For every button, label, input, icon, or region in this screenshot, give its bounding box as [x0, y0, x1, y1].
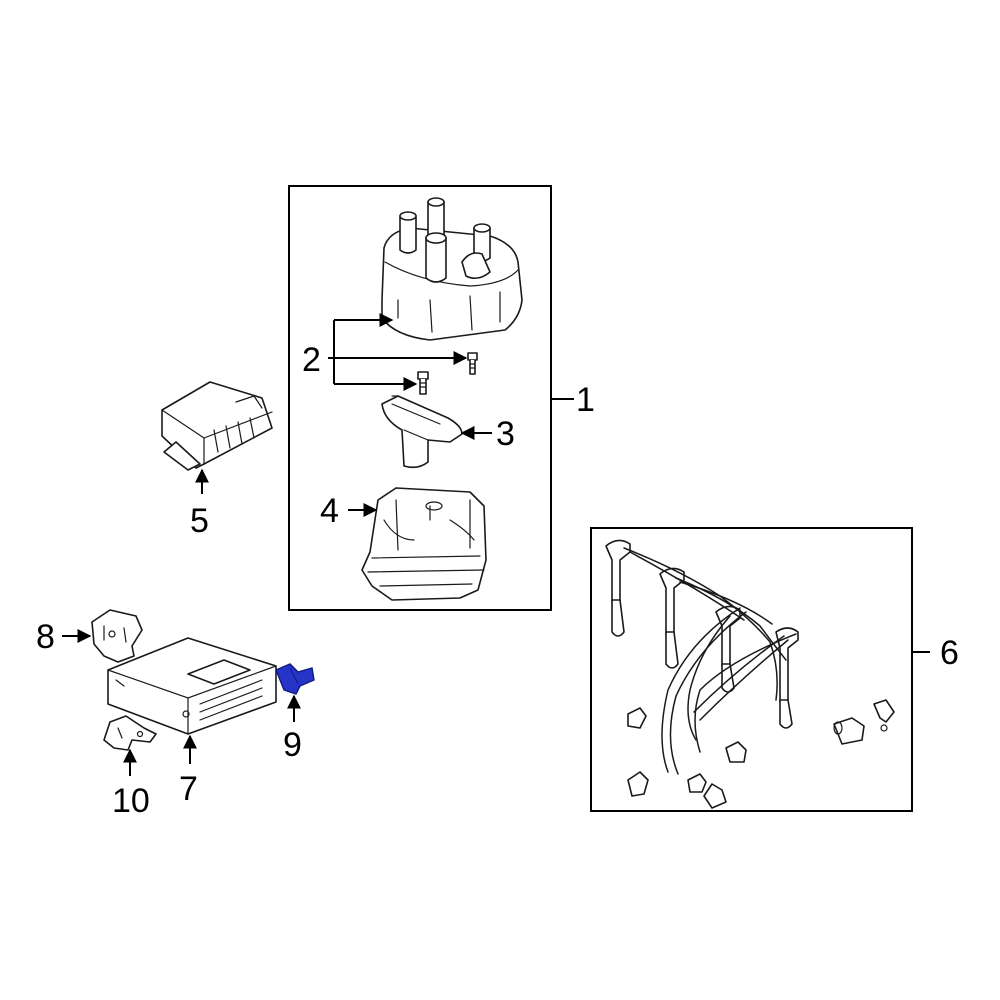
distributor-cap[interactable] — [381, 197, 523, 341]
callout-7: 7 — [179, 770, 198, 808]
distributor-housing[interactable] — [361, 487, 487, 601]
callout-10: 10 — [112, 782, 150, 820]
distributor-rotor[interactable] — [381, 395, 463, 469]
callout-9: 9 — [283, 726, 302, 764]
ecu-bracket-highlighted[interactable] — [275, 663, 315, 695]
callout-3: 3 — [496, 415, 515, 453]
callout-2-leader — [328, 313, 468, 391]
callout-1: 1 — [576, 381, 595, 419]
spark-plug-wire-frame — [590, 527, 913, 812]
ecu-bracket-upper[interactable] — [91, 609, 143, 663]
ignition-module[interactable] — [161, 381, 273, 471]
cap-screw-1[interactable] — [467, 352, 478, 375]
ecu-bracket-lower[interactable] — [103, 715, 157, 751]
callout-6: 6 — [940, 634, 959, 672]
callout-2: 2 — [302, 341, 321, 379]
callout-5: 5 — [190, 502, 209, 540]
callout-4: 4 — [320, 492, 339, 530]
spark-plug-wire-set[interactable] — [605, 539, 895, 809]
callout-8: 8 — [36, 618, 55, 656]
engine-control-module[interactable] — [107, 637, 277, 735]
cap-screw-2[interactable] — [417, 371, 429, 395]
